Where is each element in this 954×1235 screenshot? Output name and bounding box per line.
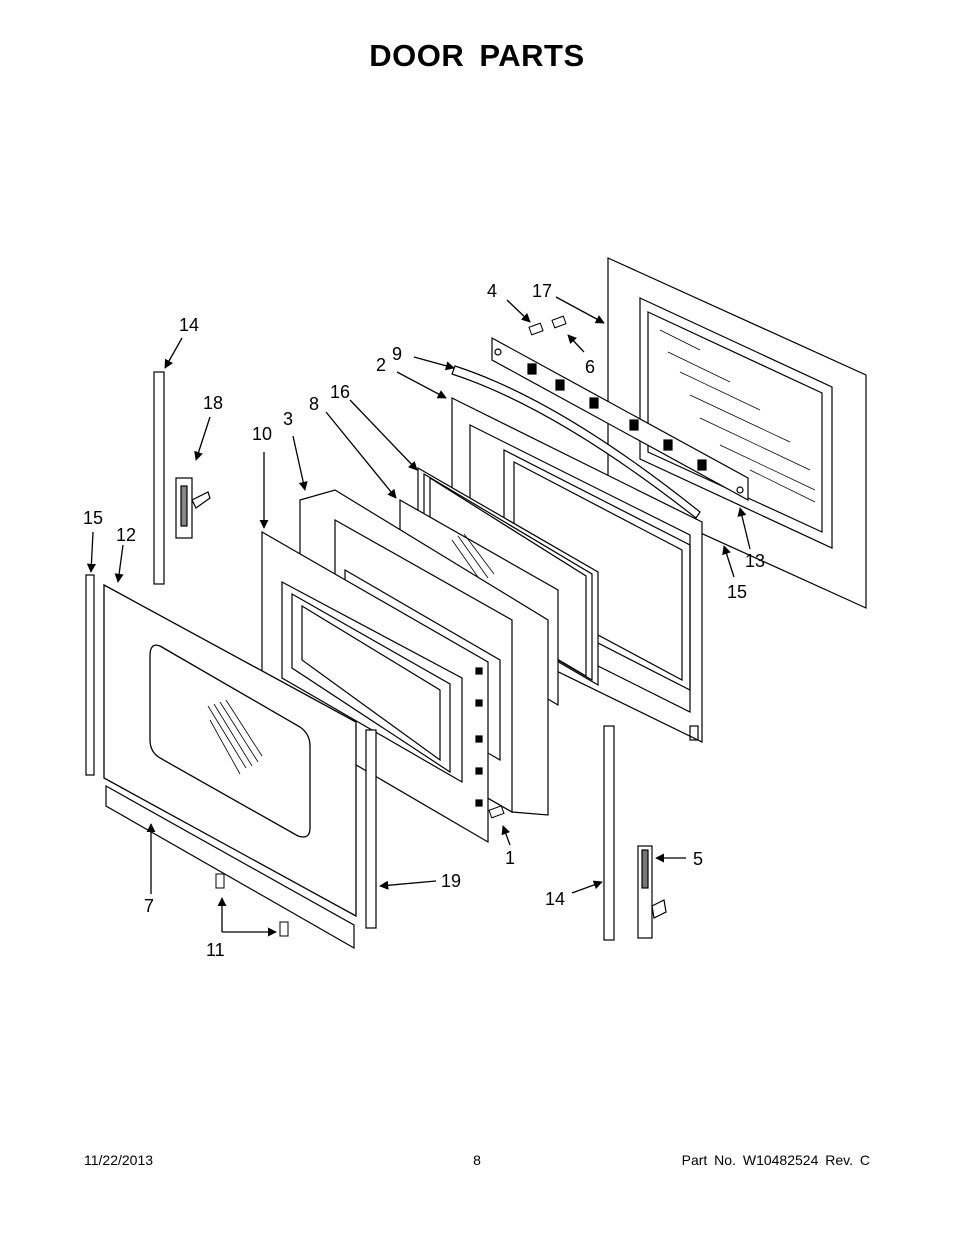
- callout-4: 4: [487, 281, 497, 301]
- part-18-hinge-left: [175, 477, 211, 539]
- callout-2: 2: [376, 355, 386, 375]
- footer-date: 11/22/2013: [84, 1152, 154, 1168]
- callout-6: 6: [585, 357, 595, 377]
- part-5-hinge-right: [637, 845, 667, 939]
- part-9-curved-strip: [451, 365, 701, 519]
- part-6-screw: [551, 315, 567, 329]
- footer-page-number: 8: [473, 1152, 481, 1168]
- part-12-outer-door-panel: [103, 583, 357, 918]
- part-10-door-frame: [261, 530, 489, 844]
- callout-12: 12: [116, 525, 136, 545]
- callout-14-top: 14: [179, 315, 199, 335]
- callout-10: 10: [252, 424, 272, 444]
- callout-1: 1: [505, 848, 515, 868]
- leader-arrows: [86, 296, 751, 937]
- part-11-screw: [215, 873, 289, 937]
- part-4-screw: [528, 322, 544, 336]
- callout-15-right: 15: [727, 582, 747, 602]
- part-7-bottom-trim: [105, 784, 355, 950]
- callout-14-bottom: 14: [545, 889, 565, 909]
- part-17-inner-door-panel: [607, 257, 867, 609]
- callout-16: 16: [330, 382, 350, 402]
- part-14-hinge-receptacle-left: [153, 371, 165, 585]
- callout-17: 17: [532, 281, 552, 301]
- callout-11: 11: [206, 940, 225, 960]
- callout-7: 7: [144, 896, 154, 916]
- part-1-screw: [488, 805, 505, 819]
- page-title: DOOR PARTS: [369, 38, 585, 73]
- callout-18: 18: [203, 393, 223, 413]
- callout-15-left: 15: [83, 508, 103, 528]
- footer-part-number: Part No. W10482524 Rev. C: [681, 1152, 870, 1168]
- callout-9: 9: [392, 344, 402, 364]
- part-19-side-trim-right: [365, 729, 377, 929]
- callout-13: 13: [745, 551, 765, 571]
- callout-8: 8: [309, 394, 319, 414]
- callout-5: 5: [693, 849, 703, 869]
- part-13-vent-bracket: [491, 336, 749, 502]
- part-14-hinge-receptacle-right: [603, 725, 615, 941]
- callout-19: 19: [441, 871, 461, 891]
- part-15-side-trim-left: [85, 574, 95, 776]
- callout-3: 3: [283, 409, 293, 429]
